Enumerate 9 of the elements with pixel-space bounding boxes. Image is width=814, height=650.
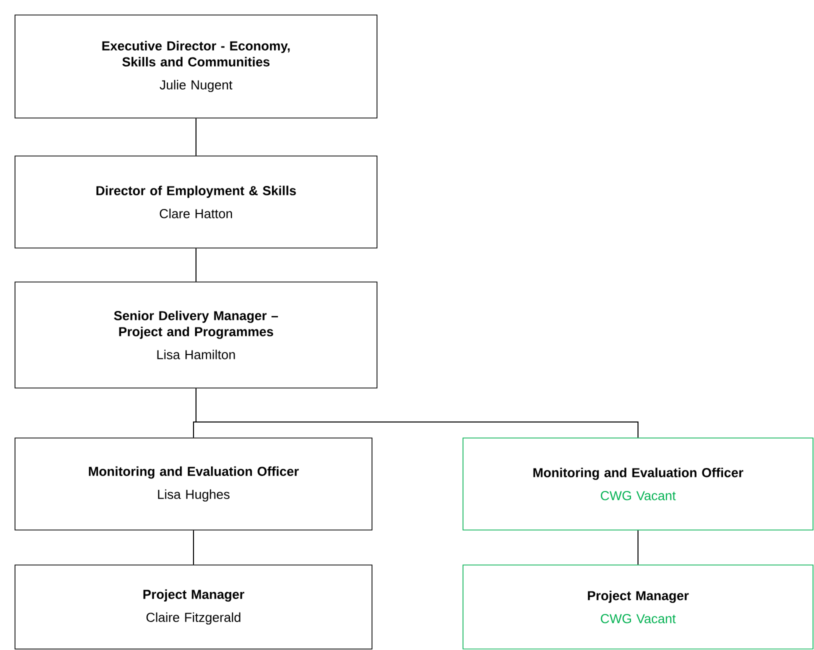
org-box: Director of Employment & Skills Clare Hatton bbox=[14, 156, 378, 248]
org-box: Project Manager Claire Fitzgerald bbox=[14, 564, 372, 650]
org-box: Executive Director - Economy, Skills and Communities Julie Nugent bbox=[14, 14, 378, 118]
org-box: Monitoring and Evaluation Officer CWG Vacant bbox=[462, 438, 814, 530]
org-box: Senior Delivery Manager – Project and Programmes Lisa Hamilton bbox=[14, 282, 378, 388]
connector-line bbox=[193, 530, 194, 566]
org-box: Monitoring and Evaluation Officer Lisa Hughes bbox=[14, 438, 372, 530]
connector-line bbox=[196, 388, 638, 438]
org-box: Project Manager CWG Vacant bbox=[462, 564, 814, 650]
